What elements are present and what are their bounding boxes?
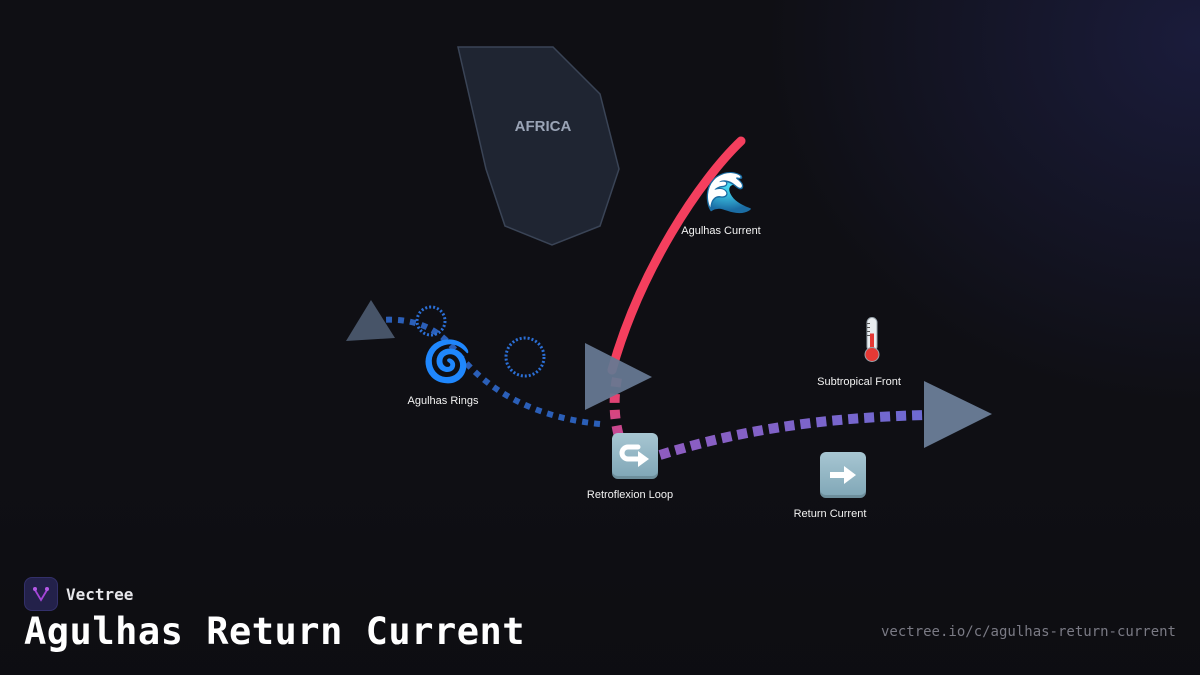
agulhas-rings-label: Agulhas Rings xyxy=(407,395,479,407)
page-url[interactable]: vectree.io/c/agulhas-return-current xyxy=(880,624,1176,640)
agulhas-current-flow xyxy=(607,136,746,375)
thermometer-icon xyxy=(861,316,883,371)
agulhas-current-label: Agulhas Current xyxy=(681,225,761,237)
right-arrow-curving-right-icon xyxy=(612,433,658,479)
return-current-label: Return Current xyxy=(793,508,867,520)
brand-name: Vectree xyxy=(66,584,134,604)
arrowhead-east xyxy=(924,381,992,448)
eddy-ring-small xyxy=(415,305,447,337)
eddy-ring-large xyxy=(504,336,546,378)
arrowhead-retroflexion xyxy=(585,343,652,410)
africa-landmass xyxy=(457,46,620,246)
vectree-logo-icon xyxy=(24,577,58,611)
water-wave-icon: 🌊 xyxy=(704,170,754,216)
subtropical-front-label: Subtropical Front xyxy=(817,376,901,388)
agulhas-rings-flow xyxy=(379,316,601,427)
brand: Vectree xyxy=(24,577,133,611)
page-title: Agulhas Return Current xyxy=(24,610,526,653)
right-arrow-icon xyxy=(820,452,866,498)
return-current-flow xyxy=(658,410,926,460)
retroflexion-loop-label: Retroflexion Loop xyxy=(586,489,674,501)
arrowhead-west xyxy=(346,300,395,341)
africa-label: AFRICA xyxy=(514,118,572,135)
cyclone-icon: 🌀 xyxy=(422,339,472,385)
